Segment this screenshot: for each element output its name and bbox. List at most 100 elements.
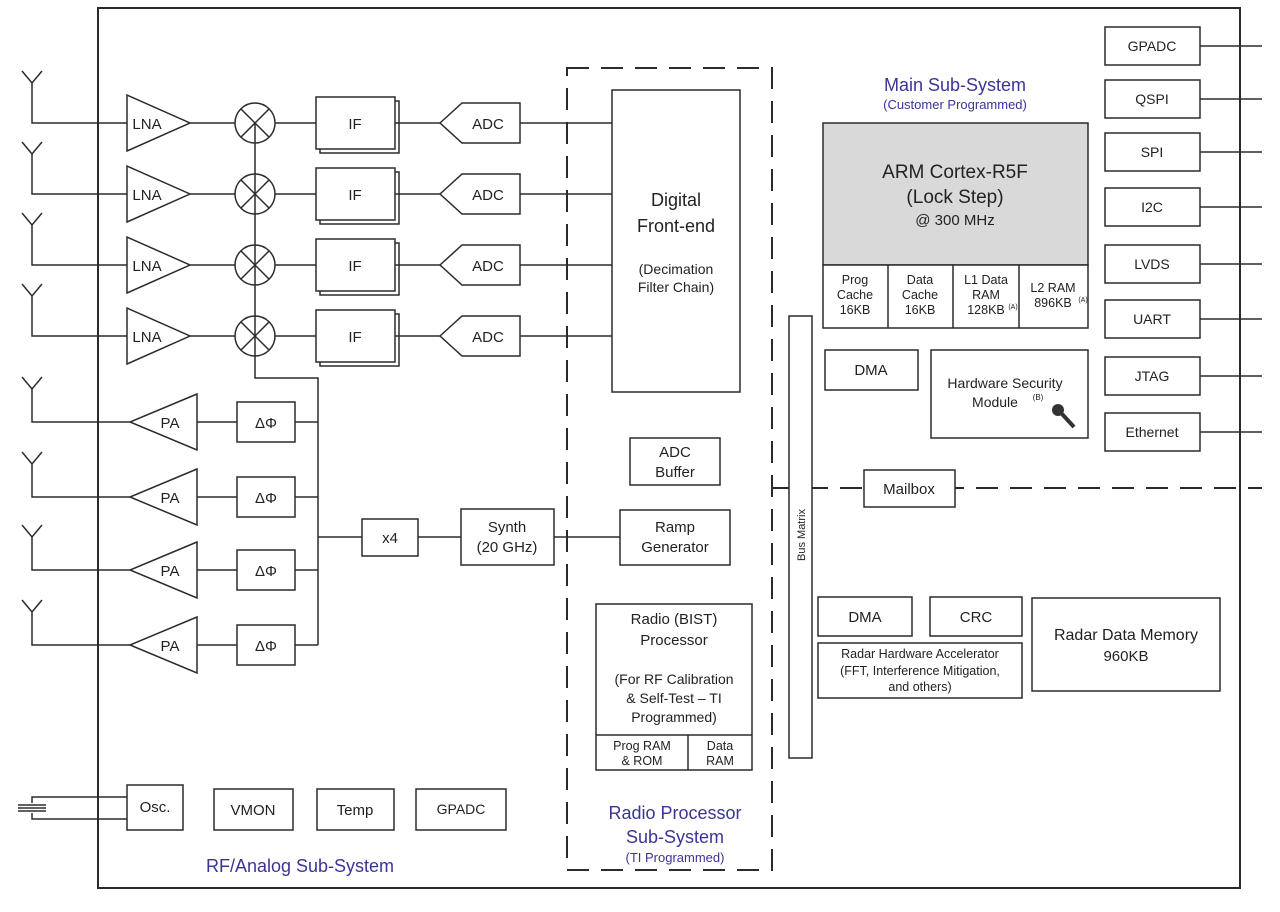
peripheral-box xyxy=(1104,299,1201,339)
pa-label: PA xyxy=(161,563,180,580)
vmon-label: VMON xyxy=(231,802,276,819)
antenna-icon xyxy=(21,599,43,614)
wire xyxy=(31,83,127,124)
peripheral-jtag: JTAG xyxy=(1104,356,1262,396)
memory-label: L1 Data xyxy=(964,273,1008,287)
lna-label: LNA xyxy=(132,116,161,133)
peripheral-label: UART xyxy=(1133,311,1171,327)
wire xyxy=(31,154,127,195)
if-label: IF xyxy=(348,329,361,346)
radar-hardware-accelerator: Radar Hardware Accelerator (FFT, Interfe… xyxy=(817,642,1023,699)
memory-label: 896KB xyxy=(1034,296,1072,310)
arm-cortex-r5f: ARM Cortex-R5F (Lock Step) @ 300 MHz xyxy=(822,122,1089,266)
memory-label: L2 RAM xyxy=(1030,281,1075,295)
peripheral-label: SPI xyxy=(1141,144,1164,160)
if-label: IF xyxy=(348,187,361,204)
hwa-title: Radar Hardware Accelerator xyxy=(841,647,999,661)
main-subsystem-subtitle: (Customer Programmed) xyxy=(883,97,1027,112)
if-filter xyxy=(315,167,396,221)
wire xyxy=(31,464,130,498)
crystal-icon xyxy=(18,796,127,820)
dss-dma-label: DMA xyxy=(848,609,881,626)
peripheral-box xyxy=(1104,79,1201,119)
digital-front-end: Digital Front-end (Decimation Filter Cha… xyxy=(611,89,741,393)
mailbox-label: Mailbox xyxy=(883,481,935,498)
radio-subsystem-title-2: Sub-System xyxy=(626,827,724,847)
memory-label: Prog xyxy=(842,273,868,287)
adc-label: ADC xyxy=(472,258,504,275)
bist-desc: (For RF Calibration xyxy=(614,671,733,687)
bist-title-2: Processor xyxy=(640,632,708,649)
radio-bist-processor: Radio (BIST) Processor (For RF Calibrati… xyxy=(595,603,753,771)
peripheral-i2c: I2C xyxy=(1104,187,1262,227)
temp-sensor: Temp xyxy=(316,788,395,831)
phase-label: ΔΦ xyxy=(255,490,277,507)
mailbox: Mailbox xyxy=(863,469,956,508)
memory-label: 16KB xyxy=(840,303,871,317)
pa-label: PA xyxy=(161,490,180,507)
data-ram-label-2: RAM xyxy=(706,754,734,768)
lna-amplifier xyxy=(126,164,192,224)
lna-label: LNA xyxy=(132,187,161,204)
peripheral-label: I2C xyxy=(1141,199,1163,215)
wire xyxy=(31,296,127,337)
phase-shifter xyxy=(236,401,296,443)
if-label: IF xyxy=(348,258,361,275)
antenna-icon xyxy=(21,376,43,391)
wire xyxy=(31,225,127,266)
cpu-name: ARM Cortex-R5F xyxy=(882,162,1028,183)
vmon: VMON xyxy=(213,788,294,831)
prog-ram-label: Prog RAM xyxy=(613,739,671,753)
memory-label: Data xyxy=(907,273,933,287)
peripheral-label: LVDS xyxy=(1134,256,1170,272)
dfe-sub: (Decimation xyxy=(639,261,714,277)
peripheral-spi: SPI xyxy=(1104,132,1262,172)
peripheral-label: JTAG xyxy=(1135,368,1170,384)
wire xyxy=(31,612,130,646)
memory-label: RAM xyxy=(972,288,1000,302)
bist-title: Radio (BIST) xyxy=(631,611,718,628)
ramp-label-2: Generator xyxy=(641,539,709,556)
x4-label: x4 xyxy=(382,530,398,547)
antenna-icon xyxy=(21,212,43,227)
hwa-desc-2: and others) xyxy=(888,680,951,694)
main-dma-label: DMA xyxy=(854,362,887,379)
peripheral-label: GPADC xyxy=(1128,38,1177,54)
synth-freq: (20 GHz) xyxy=(477,539,538,556)
memory-footnote: (A) xyxy=(1078,297,1087,304)
if-filter xyxy=(315,309,396,363)
memory-label: Cache xyxy=(902,288,938,302)
adc-label: ADC xyxy=(472,187,504,204)
main-subsystem-title: Main Sub-System xyxy=(884,75,1026,95)
peripheral-qspi: QSPI xyxy=(1104,79,1262,119)
peripheral-label: QSPI xyxy=(1135,91,1168,107)
temp-label: Temp xyxy=(337,802,374,819)
if-label: IF xyxy=(348,116,361,133)
hardware-security-module: Hardware Security Module (B) xyxy=(930,349,1089,439)
synth-label: Synth xyxy=(488,519,526,536)
radio-subsystem-title: Radio Processor xyxy=(608,803,741,823)
osc-label: Osc. xyxy=(140,799,171,816)
peripheral-gpadc: GPADC xyxy=(1104,26,1262,66)
radar-data-memory: Radar Data Memory 960KB xyxy=(1031,597,1221,692)
lna-amplifier xyxy=(126,93,192,153)
hsm-footnote: (B) xyxy=(1033,393,1044,402)
rdm-title: Radar Data Memory xyxy=(1054,627,1198,644)
pa-label: PA xyxy=(161,638,180,655)
prog-ram-label-2: & ROM xyxy=(622,754,663,768)
bist-desc-2: & Self-Test – TI xyxy=(626,690,721,706)
memory-footnote: (A) xyxy=(1008,304,1017,311)
memory-label: 16KB xyxy=(905,303,936,317)
antenna-icon xyxy=(21,524,43,539)
hsm-label-2: Module xyxy=(972,394,1018,410)
antenna-icon xyxy=(21,141,43,156)
peripheral-box xyxy=(1104,26,1201,66)
adc-label: ADC xyxy=(472,329,504,346)
